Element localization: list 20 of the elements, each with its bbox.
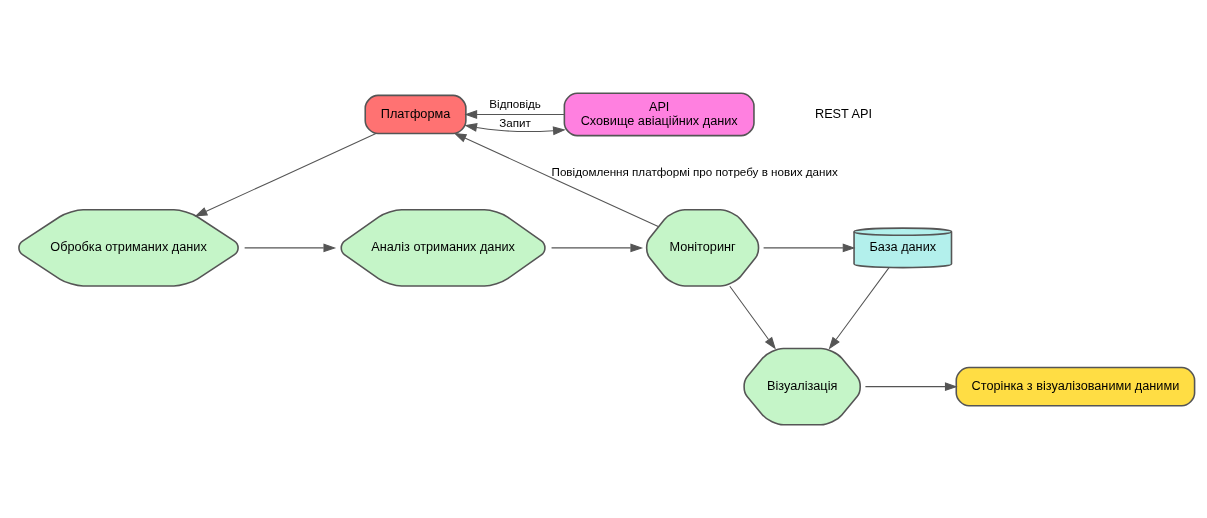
arrow: [828, 267, 890, 350]
arrow: [464, 109, 565, 119]
arrow: [464, 123, 566, 136]
node-box: Сторінка з візуалізованими даними: [955, 366, 1196, 407]
label: REST API: [814, 105, 872, 121]
edge-label: Повідомлення платформі про потребу в нових даних: [551, 164, 838, 178]
edge-label: Відповідь: [489, 96, 541, 110]
arrow: [551, 243, 644, 253]
node-ellipse: Аналіз отриманих даних: [340, 208, 546, 287]
node-ellipse: Моніторинг: [645, 208, 760, 287]
node-ellipse: Візуалізація: [743, 347, 861, 426]
node-box: Платформа: [364, 94, 467, 135]
node-box: API Сховище авіаційних даних: [563, 92, 755, 137]
edge-label: Запит: [499, 115, 531, 129]
arrow: [763, 243, 856, 253]
arrow: [244, 243, 337, 253]
arrow: [729, 285, 776, 350]
arrow: [453, 132, 659, 228]
arrow: [194, 133, 377, 217]
arrow: [864, 382, 958, 392]
